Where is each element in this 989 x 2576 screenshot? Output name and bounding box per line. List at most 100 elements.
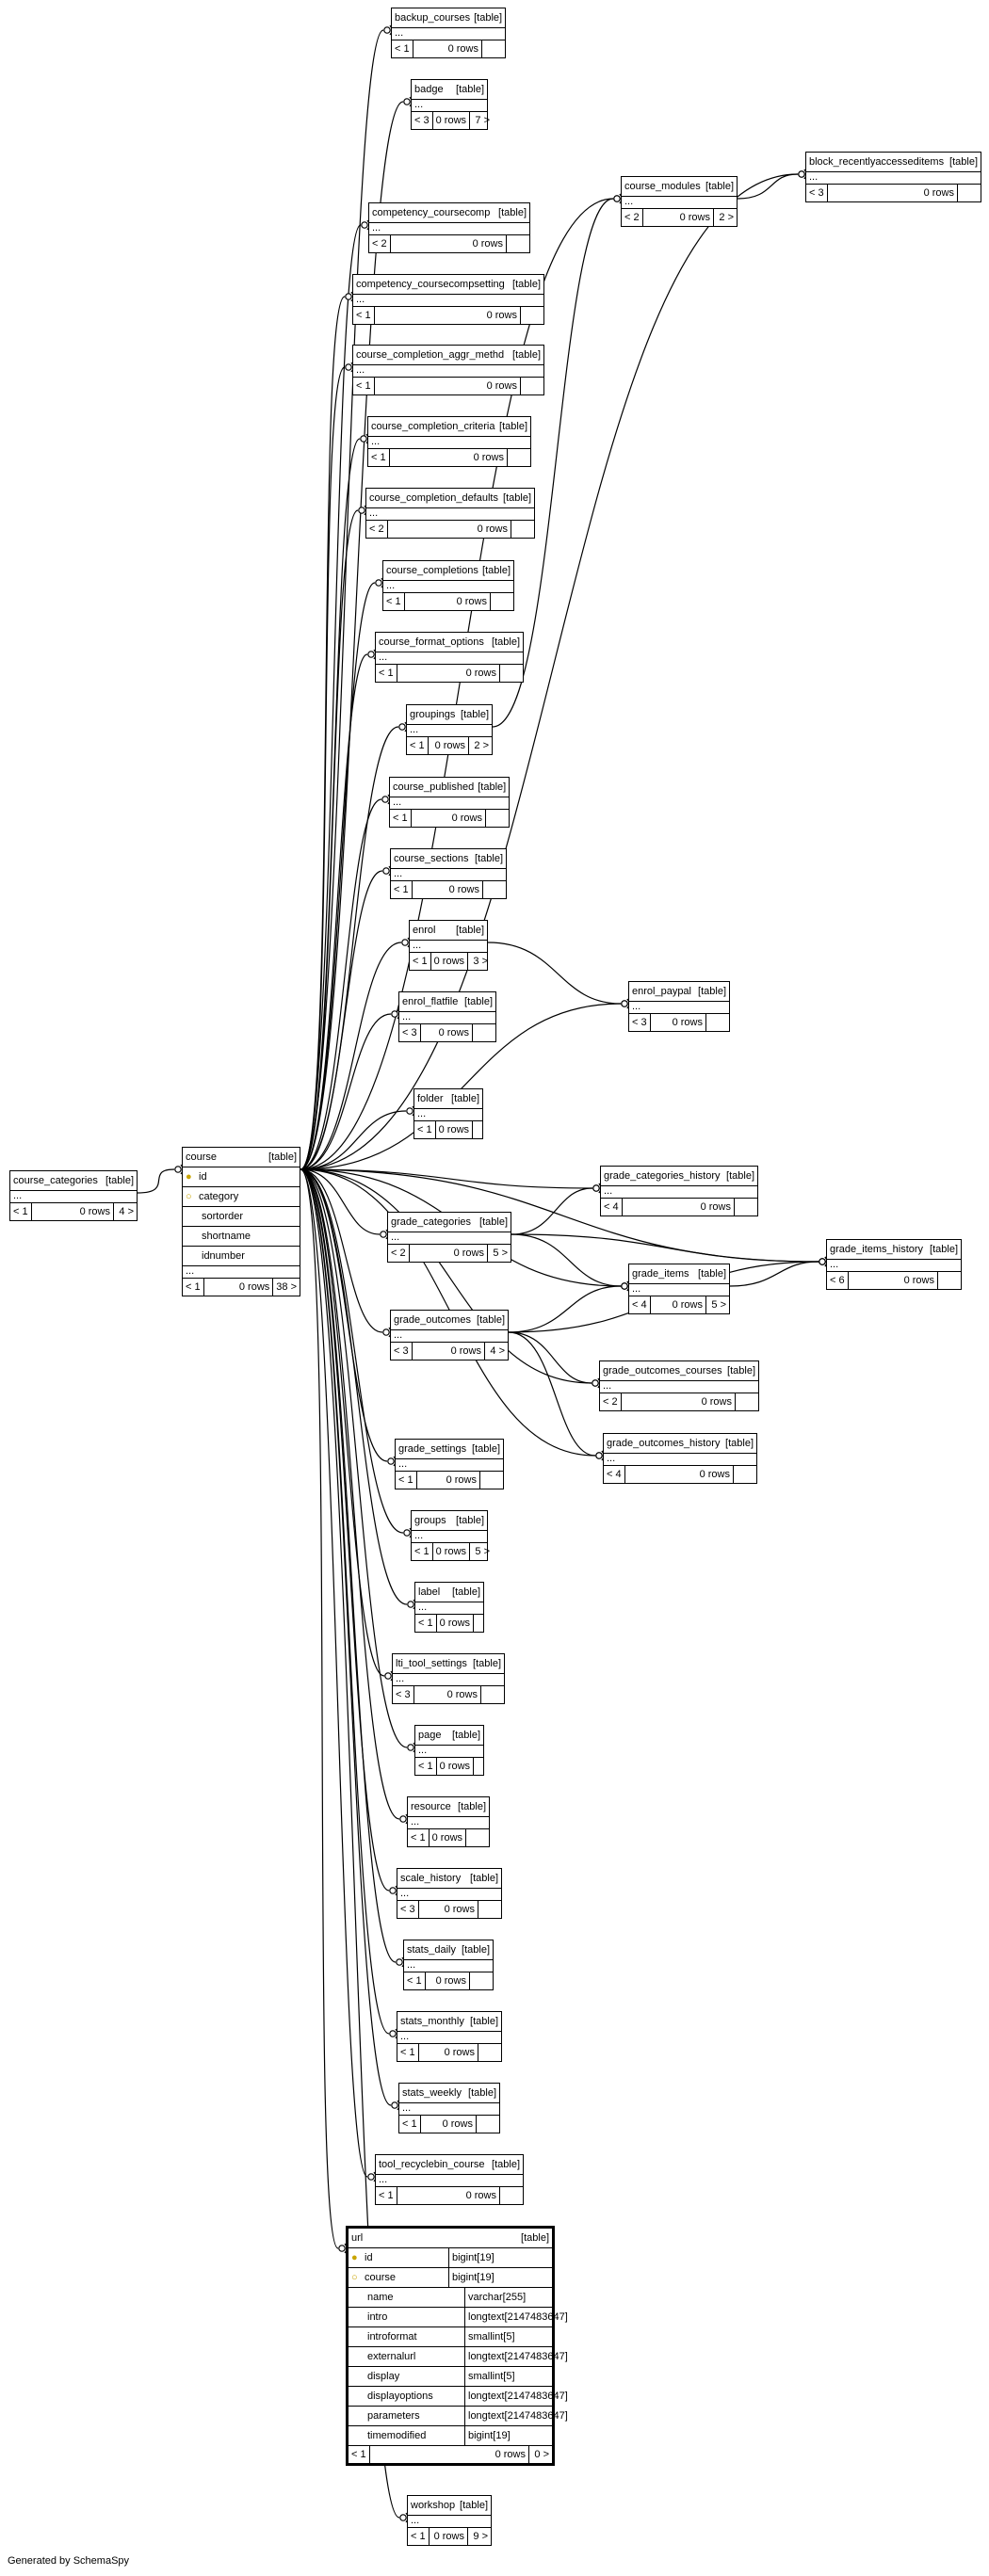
- columns-ellipsis: ...: [629, 1284, 729, 1296]
- parents-count: < 1: [349, 2446, 370, 2463]
- children-count: [500, 2187, 523, 2204]
- table-competency_coursecompsetting[interactable]: competency_coursecompsetting[table] ... …: [352, 274, 544, 325]
- row-count: 0 rows: [625, 1466, 734, 1483]
- columns-ellipsis: ...: [827, 1260, 961, 1272]
- edge-course-course_published: [300, 798, 382, 1170]
- parents-count: < 1: [415, 1758, 437, 1775]
- table-name: course: [186, 1151, 218, 1163]
- table-name: block_recentlyaccesseditems: [809, 156, 945, 168]
- edge-course-grade_outcomes_courses: [300, 1168, 592, 1384]
- table-type-label: [table]: [475, 853, 503, 864]
- column-name: introformat: [349, 2327, 465, 2346]
- edge-course_modules-block_recentlyaccesseditems: [737, 173, 799, 200]
- columns-ellipsis: ...: [415, 1746, 483, 1758]
- edge-grade_items-grade_items_history: [729, 1261, 819, 1287]
- table-name: tool_recyclebin_course: [379, 2159, 485, 2170]
- row-count: 0 rows: [413, 881, 483, 898]
- columns-ellipsis: ...: [353, 365, 543, 378]
- children-count: [734, 1466, 756, 1483]
- table-name: course_format_options: [379, 636, 484, 648]
- columns-ellipsis: ...: [404, 1960, 493, 1972]
- table-name: course_categories: [13, 1175, 98, 1186]
- edge-course-folder-optional-marker: [406, 1107, 413, 1115]
- edge-course-course_completion_defaults-optional-marker: [358, 507, 365, 514]
- parents-count: < 3: [399, 1024, 421, 1041]
- table-name: folder: [417, 1093, 444, 1104]
- row-count: 0 rows: [421, 2116, 477, 2133]
- edge-course-badge-optional-marker: [403, 98, 411, 105]
- table-course_completion_criteria[interactable]: course_completion_criteria[table] ... < …: [367, 416, 531, 467]
- primary-key-icon: ●: [186, 1171, 192, 1183]
- column-name: name: [349, 2288, 465, 2307]
- row-count: 0 rows: [436, 1121, 474, 1138]
- parents-count: < 4: [601, 1199, 623, 1216]
- edge-course-lti_tool_settings-optional-marker: [384, 1672, 392, 1680]
- parents-count: < 1: [391, 881, 413, 898]
- edge-grade_outcomes-grade_outcomes_courses-optional-marker: [592, 1379, 599, 1387]
- row-count: 0 rows: [419, 1901, 478, 1918]
- columns-ellipsis: ...: [408, 1817, 489, 1829]
- edge-course-stats_daily-optional-marker: [396, 1958, 403, 1966]
- table-course_completion_aggr_methd[interactable]: course_completion_aggr_methd[table] ... …: [352, 345, 544, 395]
- parents-count: < 4: [629, 1296, 651, 1313]
- row-count: 0 rows: [643, 209, 714, 226]
- parents-count: < 1: [408, 2528, 430, 2545]
- edge-course-lti_tool_settings: [300, 1168, 385, 1677]
- table-type-label: [table]: [478, 781, 507, 793]
- column-name: course: [365, 2272, 397, 2283]
- table-block_recentlyaccesseditems[interactable]: block_recentlyaccesseditems[table] ... <…: [805, 152, 981, 202]
- table-type-label: [table]: [452, 1730, 480, 1741]
- column-type: bigint[19]: [452, 2252, 494, 2263]
- table-course[interactable]: course[table] ●id ○category sortorder sh…: [182, 1147, 300, 1296]
- columns-ellipsis: ...: [376, 2175, 523, 2187]
- edge-course-page: [300, 1168, 408, 1748]
- table-name: lti_tool_settings: [396, 1658, 467, 1669]
- edge-course-stats_daily: [300, 1168, 397, 1963]
- table-course_completion_defaults[interactable]: course_completion_defaults[table] ... < …: [365, 488, 535, 539]
- table-name: stats_weekly: [402, 2087, 462, 2099]
- row-count: 0 rows: [622, 1393, 736, 1410]
- parents-count: < 3: [391, 1343, 413, 1360]
- table-name: stats_monthly: [400, 2016, 464, 2027]
- table-type-label: [table]: [458, 1801, 486, 1812]
- parents-count: < 1: [410, 953, 431, 970]
- table-type-label: [table]: [705, 181, 734, 192]
- children-count: [483, 881, 506, 898]
- table-type-label: [table]: [456, 925, 484, 936]
